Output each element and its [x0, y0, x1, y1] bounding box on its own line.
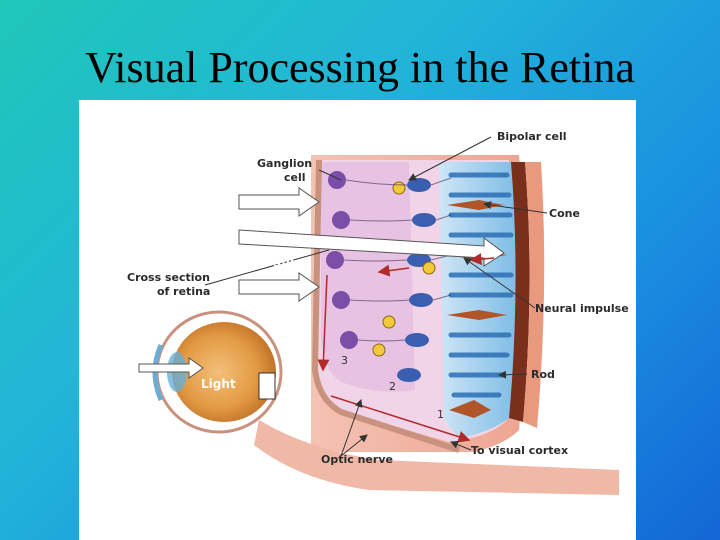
leader-lines	[204, 136, 548, 457]
horizontal-cells	[372, 181, 436, 357]
label-cross-section-1: Cross section	[127, 271, 210, 284]
neural-connections	[343, 177, 452, 342]
retina-illustration: Bipolar cell Ganglion cell Cone Light Cr…	[127, 130, 629, 495]
label-bipolar-cell: Bipolar cell	[497, 130, 567, 143]
slide-title: Visual Processing in the Retina	[85, 43, 635, 92]
label-ganglion-cell-2: cell	[284, 171, 306, 184]
step-number-1: 1	[437, 408, 444, 421]
light-arrows	[138, 187, 505, 379]
label-light-eye: Light	[201, 377, 236, 391]
label-rod: Rod	[531, 368, 555, 381]
neural-impulse-path	[317, 253, 495, 443]
ganglion-cells	[326, 171, 358, 349]
pigment-epithelium	[509, 162, 530, 422]
retina-diagram: Bipolar cell Ganglion cell Cone Light Cr…	[79, 100, 636, 540]
label-cross-section-2: of retina	[157, 285, 210, 298]
ganglion-layer	[321, 162, 415, 392]
nerve-fiber-layer	[311, 159, 460, 453]
retina-sample-box	[258, 372, 276, 400]
optic-nerve-bundle	[254, 420, 619, 495]
label-cone: Cone	[549, 207, 580, 220]
step-number-3: 3	[341, 354, 348, 367]
rods	[448, 172, 514, 398]
photoreceptor-layer	[439, 162, 516, 438]
label-neural-impulse: Neural impulse	[535, 302, 629, 315]
label-optic-nerve: Optic nerve	[321, 453, 393, 466]
bipolar-cells	[397, 178, 436, 382]
label-to-visual-cortex: To visual cortex	[471, 444, 568, 457]
step-number-2: 2	[389, 380, 396, 393]
label-ganglion-cell-1: Ganglion	[257, 157, 312, 170]
label-light-top: Light	[261, 253, 296, 267]
eye-cross-section	[152, 310, 619, 495]
